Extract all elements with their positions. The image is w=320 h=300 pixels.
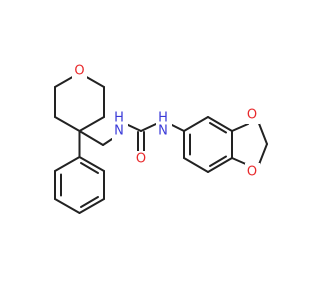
bond (54, 198, 81, 214)
tetrahydropyran-ring (54, 72, 105, 132)
atom-label-h: H (158, 111, 168, 126)
atom-o-dioxole-bottom: O (245, 163, 260, 180)
bond (80, 162, 99, 174)
urea-group (125, 123, 185, 152)
bond (102, 138, 113, 146)
atom-label-o: O (247, 108, 257, 123)
molecule-structure: O H N H N O O O (54, 63, 268, 214)
bond (231, 123, 249, 132)
bond (78, 156, 105, 172)
bond (140, 123, 157, 132)
atom-label-o: O (74, 64, 84, 79)
bond (54, 156, 81, 172)
atom-o-pyran: O (72, 63, 87, 80)
atom-label-o: O (136, 152, 146, 167)
atom-nh-left: H N (112, 111, 128, 141)
atom-o-carbonyl: O (134, 151, 149, 168)
atom-o-dioxole-top: O (245, 107, 260, 124)
bond (183, 116, 209, 132)
bond (257, 120, 268, 145)
bond (78, 130, 104, 146)
bond (207, 116, 233, 132)
bond (207, 157, 233, 173)
phenyl-ring (54, 130, 105, 214)
atom-label-o: O (247, 165, 257, 180)
bond (183, 157, 209, 173)
bond (78, 198, 105, 214)
atom-label-h: H (114, 111, 124, 126)
atom-label-n: N (114, 124, 124, 139)
bond (54, 116, 81, 132)
bond (169, 123, 185, 132)
bond (209, 122, 227, 134)
bond (125, 123, 142, 132)
atom-nh-right: H N (156, 111, 172, 141)
bond (209, 155, 227, 167)
atom-label-n: N (158, 124, 168, 139)
bond (78, 116, 105, 132)
bond (80, 196, 99, 208)
